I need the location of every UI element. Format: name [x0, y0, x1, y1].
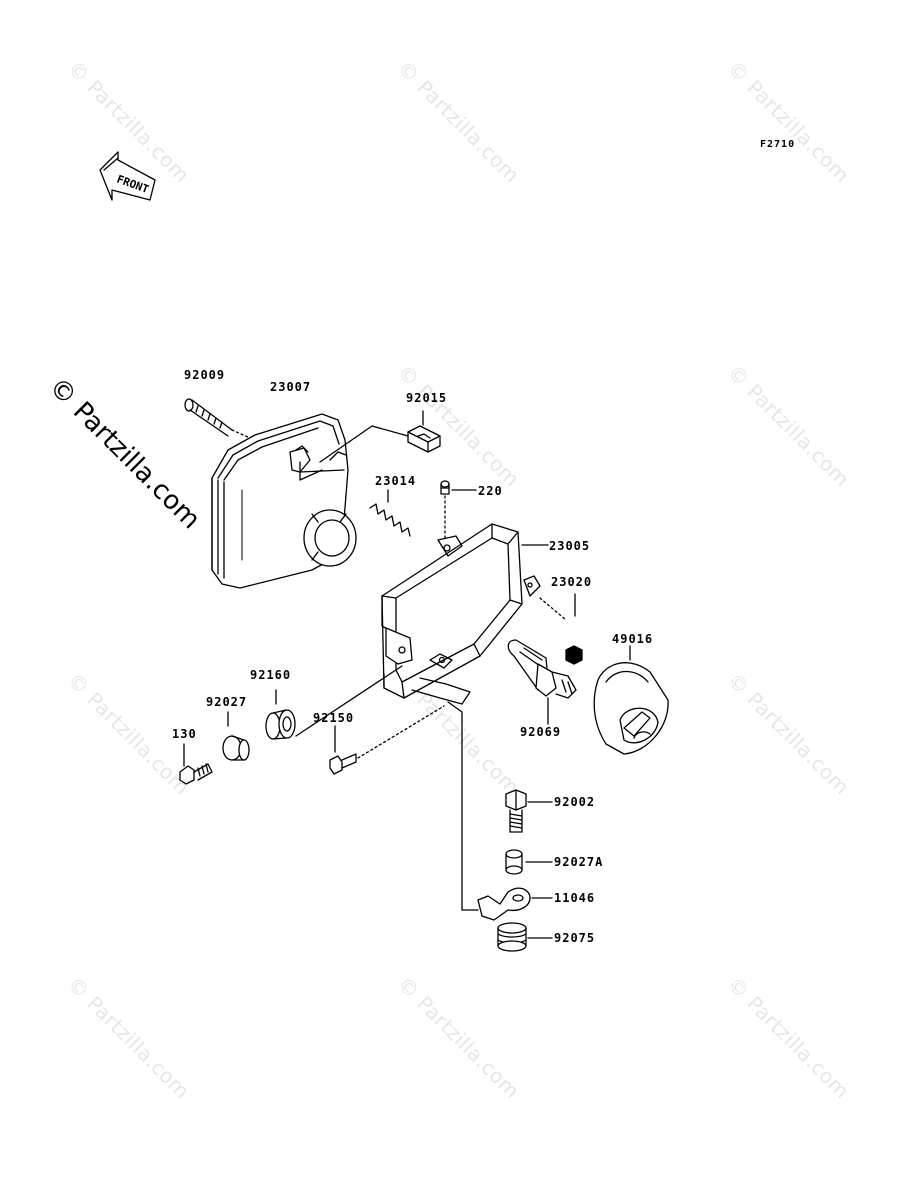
- bolt-92002: [505, 789, 553, 833]
- part-label-92027: 92027: [206, 695, 248, 709]
- collar-92027: [222, 711, 250, 761]
- part-label-220: 220: [478, 484, 503, 498]
- terminal-11046: [477, 887, 553, 921]
- leader-line-lower: [447, 701, 479, 911]
- headlight-unit-23007: [211, 413, 357, 589]
- nut-23020: [539, 593, 583, 665]
- bracket-frame-23005: [381, 523, 549, 705]
- bolt-130: [179, 743, 213, 785]
- screw-92009: [184, 398, 251, 439]
- part-label-11046: 11046: [554, 891, 596, 905]
- sleeve-92027A: [505, 849, 553, 875]
- part-label-130: 130: [172, 727, 197, 741]
- part-label-49016: 49016: [612, 632, 654, 646]
- figure-code: F2710: [760, 139, 796, 150]
- spring-23014: [369, 489, 411, 537]
- part-label-92027A: 92027A: [554, 855, 604, 869]
- part-label-92160: 92160: [250, 668, 292, 682]
- screw-92150: [329, 705, 445, 775]
- part-label-92069: 92069: [520, 725, 562, 739]
- part-label-92002: 92002: [554, 795, 596, 809]
- grommet-92160: [265, 665, 403, 740]
- part-label-92150: 92150: [313, 711, 355, 725]
- clip-92015: [319, 410, 441, 463]
- grommet-92075: [497, 922, 553, 952]
- part-label-92075: 92075: [554, 931, 596, 945]
- socket-cap-49016: [593, 645, 669, 755]
- part-label-23007: 23007: [270, 380, 312, 394]
- part-label-92009: 92009: [184, 368, 226, 382]
- bulb-92069: [507, 639, 577, 725]
- part-label-23020: 23020: [551, 575, 593, 589]
- front-arrow-icon: FRONT: [99, 151, 156, 201]
- part-label-92015: 92015: [406, 391, 448, 405]
- part-label-23014: 23014: [375, 474, 417, 488]
- part-label-23005: 23005: [549, 539, 591, 553]
- screw-220: [440, 480, 477, 541]
